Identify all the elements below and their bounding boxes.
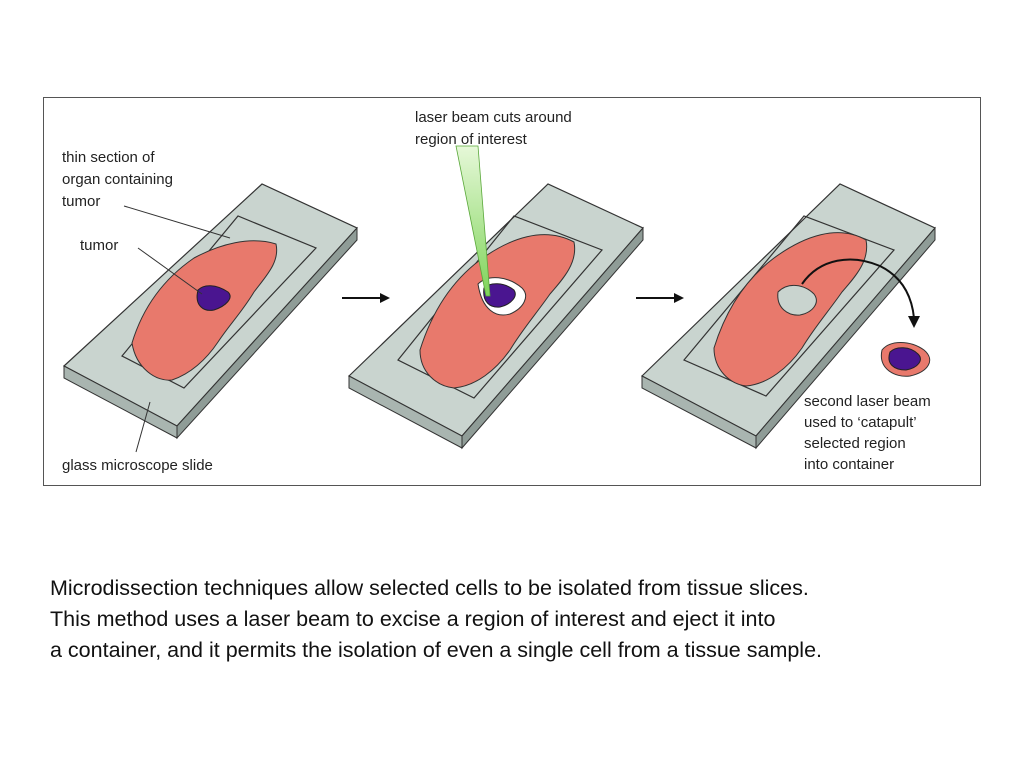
label-laser-cuts-line-2: region of interest — [415, 131, 528, 148]
catapulted-tumor — [888, 347, 921, 371]
caption-line-3: a container, and it permits the isolatio… — [50, 638, 823, 662]
slide-3-group — [640, 183, 936, 450]
catapult-arrowhead — [908, 316, 920, 328]
arrow-1 — [342, 293, 390, 303]
tumor-pointer — [137, 247, 203, 295]
slide-1-side-edge — [176, 226, 358, 440]
arrow-2 — [636, 293, 684, 303]
microdissection-diagram: thin section of organ containing tumor t… — [62, 109, 936, 474]
figure-panel: thin section of organ containing tumor t… — [43, 97, 981, 486]
thin-section-pointer — [123, 205, 231, 239]
label-glass-slide: glass microscope slide — [62, 457, 213, 474]
slide-3-side-edge — [755, 226, 936, 450]
label-second-laser-line-4: into container — [804, 456, 894, 473]
figure-caption: Microdissection techniques allow selecte… — [50, 573, 1010, 666]
caption-line-2: This method uses a laser beam to excise … — [50, 607, 776, 631]
slide-2-side-edge — [461, 226, 644, 450]
label-second-laser-line-2: used to ‘catapult’ — [804, 414, 917, 431]
label-tumor: tumor — [80, 237, 118, 254]
slide-1-tumor — [196, 285, 231, 311]
slide-1-tissue — [131, 240, 278, 381]
slide-2-tumor — [483, 283, 516, 308]
label-thin-section-line-2: organ containing — [62, 171, 173, 188]
label-thin-section-line-1: thin section of — [62, 149, 155, 166]
catapult-arrow — [801, 258, 915, 319]
label-second-laser-line-3: selected region — [804, 435, 906, 452]
label-second-laser-line-1: second laser beam — [804, 393, 931, 410]
laser-beam — [455, 145, 491, 297]
glass-slide-pointer — [135, 401, 151, 453]
slide-2-group — [347, 145, 644, 450]
label-thin-section-line-3: tumor — [62, 193, 100, 210]
label-laser-cuts-line-1: laser beam cuts around — [415, 109, 572, 126]
caption-line-1: Microdissection techniques allow selecte… — [50, 576, 809, 600]
slide-3-hole — [777, 285, 817, 316]
slide-1-group — [62, 183, 358, 453]
